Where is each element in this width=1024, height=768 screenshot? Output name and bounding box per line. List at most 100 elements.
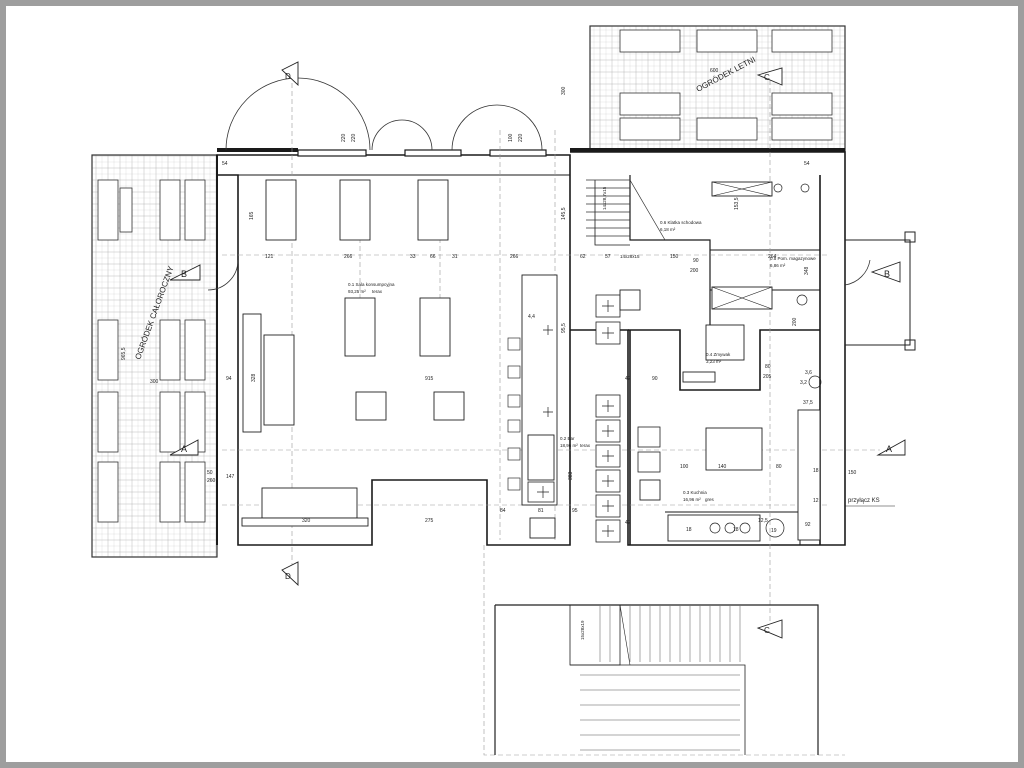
- section-markers: [169, 61, 906, 639]
- dim-266b: 266: [510, 254, 519, 260]
- dim-200b: 200: [792, 317, 798, 326]
- section-b-right: B: [884, 269, 890, 279]
- dim-300b: 300: [561, 86, 567, 95]
- dim-150b: 150: [848, 470, 857, 476]
- dim-220c: 220: [518, 133, 524, 142]
- dim-300a: 300: [150, 379, 159, 385]
- garden-left: OGRÓDEK CAŁOROCZNY 965,5 300: [91, 154, 218, 558]
- top-windows: [297, 149, 547, 157]
- building-walls: [216, 148, 846, 546]
- entrance-porch: [844, 231, 916, 351]
- dim-100b: 100: [508, 133, 514, 142]
- dim-18c: 18: [813, 468, 819, 474]
- kitchen-hob-circles: [709, 183, 822, 538]
- dim-915: 915: [425, 376, 434, 382]
- stair-bottom-label: 15x28x19: [580, 620, 585, 640]
- dim-18a: 18: [686, 527, 692, 533]
- dim-44: 4,4: [528, 314, 535, 320]
- dimension-labels: 54 54 121 266 33 66 31 266 62 57 150 200…: [207, 133, 857, 534]
- bar-stools: [507, 337, 521, 491]
- stair-upper: [586, 179, 666, 241]
- dim-84: 84: [500, 508, 506, 514]
- dim-90a: 90: [693, 258, 699, 264]
- dim-100: 100: [680, 464, 689, 470]
- room-kitchen-area: 16,96 m²: [683, 497, 701, 502]
- garden-top: OGRÓDEK LETNI 600 300: [561, 25, 846, 152]
- room-bar-area: 18,96 m²: [560, 443, 578, 448]
- garden-left-tables: [97, 179, 206, 523]
- dim-33: 33: [410, 254, 416, 260]
- dim-81: 81: [538, 508, 544, 514]
- dim-31: 31: [452, 254, 458, 260]
- fridge-marks: [537, 300, 614, 537]
- dim-62: 62: [580, 254, 586, 260]
- dim-260: 260: [207, 478, 216, 484]
- room-consumer-area: 93,25 m²: [348, 289, 366, 294]
- dim-266a: 266: [344, 254, 353, 260]
- stair-mid-label: 14x28x15: [620, 254, 640, 259]
- dim-121: 121: [265, 254, 274, 260]
- section-c-top: C: [764, 73, 770, 82]
- room-zmywak: 0.4 Zmywak: [706, 352, 731, 357]
- dim-80b: 80: [765, 364, 771, 370]
- dim-200a: 200: [690, 268, 699, 274]
- dim-90b: 90: [652, 376, 658, 382]
- dim-57: 57: [605, 254, 611, 260]
- dim-220b: 220: [351, 133, 357, 142]
- dim-54a: 54: [222, 161, 228, 167]
- dim-320: 320: [302, 518, 311, 524]
- room-kitchen: 0.3 Kuchnia: [683, 490, 707, 495]
- room-kitchen-floor: gres: [705, 497, 715, 502]
- room-storage-area: 6,86 m²: [770, 263, 786, 268]
- section-a-right: A: [886, 444, 892, 454]
- dim-348: 348: [804, 266, 810, 275]
- dim-19: 19: [771, 528, 777, 534]
- dim-42b: 42: [625, 520, 631, 526]
- dim-50: 50: [207, 470, 213, 476]
- hood-cross: [711, 181, 773, 310]
- room-labels: 0.1 Sala konsumpcyjna 93,25 m² terax 0.6…: [348, 186, 816, 640]
- room-stair: 0.6 Klatka schodowa: [660, 220, 702, 225]
- dim-1535: 153,5: [734, 197, 740, 210]
- dim-94: 94: [226, 376, 232, 382]
- dim-220a: 220: [341, 133, 347, 142]
- dim-92: 92: [805, 522, 811, 528]
- dim-54b: 54: [804, 161, 810, 167]
- przylacz-label: przyłącz KS: [848, 498, 880, 504]
- dim-383: 383: [568, 471, 574, 480]
- section-b-left: B: [181, 269, 187, 279]
- dim-42a: 42: [625, 376, 631, 382]
- dining-tables: [241, 179, 465, 527]
- stair-top-label: 14x28,7x15: [602, 186, 607, 210]
- garden-top-tables: [619, 29, 833, 141]
- dim-18b: 18: [733, 527, 739, 533]
- section-a-left: A: [181, 444, 187, 454]
- dim-205: 205: [763, 374, 772, 380]
- dim-150: 150: [670, 254, 679, 260]
- dim-275: 275: [425, 518, 434, 524]
- bar-counter: [521, 274, 558, 539]
- stair-lower-treads: [580, 606, 741, 751]
- dim-80a: 80: [776, 464, 782, 470]
- dim-165: 165: [249, 211, 255, 220]
- dim-264: 264: [768, 254, 777, 260]
- room-bar: 0.2 Bar: [560, 436, 575, 441]
- room-stair-area: 6,18 m²: [660, 227, 676, 232]
- dim-66: 66: [430, 254, 436, 260]
- dim-140: 140: [718, 464, 727, 470]
- dim-9655: 965,5: [121, 347, 127, 360]
- dim-375: 37,5: [803, 400, 813, 406]
- room-zmywak-area: 3,23 m²: [706, 359, 722, 364]
- section-d-top: D: [285, 72, 291, 81]
- room-storage: 0.5 Pom. magazynowe: [770, 256, 816, 261]
- dim-600: 600: [710, 68, 719, 74]
- dim-12: 12: [813, 498, 819, 504]
- dim-125: 12,5: [758, 518, 768, 524]
- dim-95: 95: [572, 508, 578, 514]
- dim-328: 328: [251, 373, 257, 382]
- dim-955: 95,5: [561, 323, 567, 333]
- section-d-bottom: D: [285, 572, 291, 581]
- room-consumer-floor: terax: [372, 289, 383, 294]
